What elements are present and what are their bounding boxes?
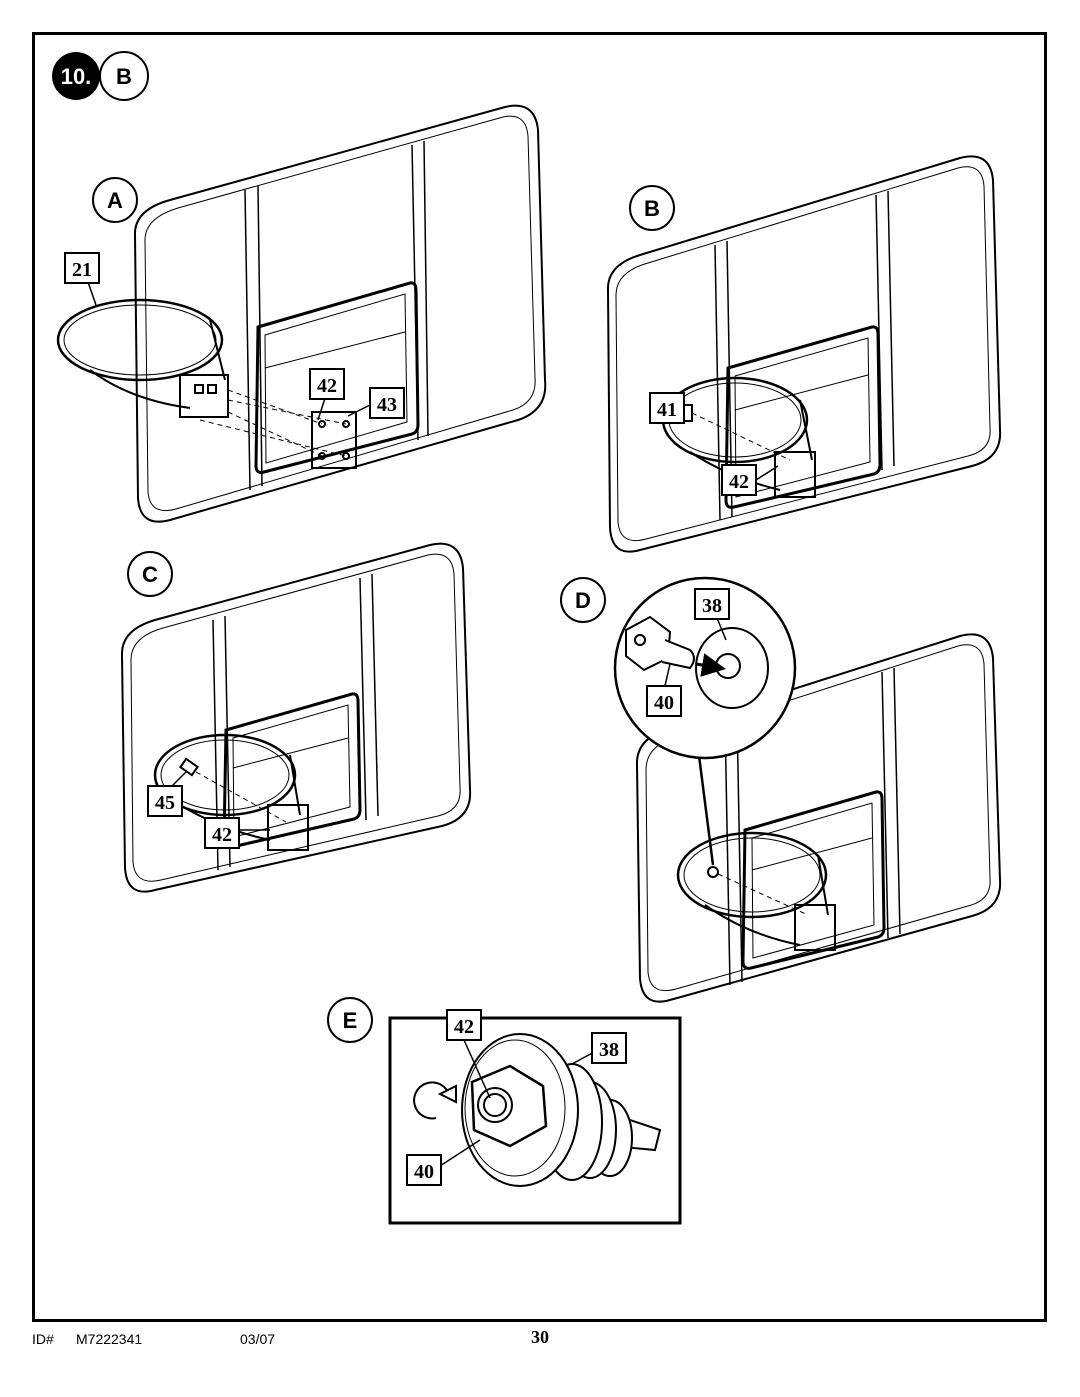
document-id: M7222341: [76, 1331, 143, 1347]
panel-label-c: C: [142, 562, 158, 587]
panel-b: [606, 155, 1002, 553]
variant-letter: B: [116, 64, 132, 89]
panel-a-letter: A: [92, 177, 138, 223]
callout-label: 43: [377, 394, 397, 416]
callout-label: 42: [317, 375, 337, 397]
callout-label: 42: [212, 824, 232, 846]
callout-label: 40: [654, 692, 674, 714]
bolt-closeup: [461, 1033, 662, 1187]
variant-badge: B: [99, 51, 149, 101]
mount-bracket: [311, 411, 357, 469]
callout-43: 43: [369, 387, 405, 419]
callout-21: 21: [64, 252, 100, 284]
panel-b-letter: B: [629, 185, 675, 231]
panel-c: [120, 542, 472, 893]
panel-e-letter: E: [327, 997, 373, 1043]
rotate-clockwise-icon: [413, 1081, 457, 1120]
panel-d-letter: D: [560, 577, 606, 623]
backboard: [133, 104, 547, 523]
panel-d: [635, 633, 1002, 1003]
callout-label: 38: [599, 1039, 619, 1061]
callout-45: 45: [147, 785, 183, 817]
page-number: 30: [531, 1327, 549, 1347]
panel-label-e: E: [343, 1008, 358, 1033]
callout-label: 21: [72, 259, 92, 281]
callout-40: 40: [406, 1154, 442, 1186]
panel-e: [388, 1016, 682, 1225]
callout-40: 40: [646, 685, 682, 717]
step-badge: 10.: [52, 52, 100, 100]
document-id-label: ID#: [32, 1331, 54, 1347]
panel-label-d: D: [575, 588, 591, 613]
step-number: 10.: [61, 64, 92, 89]
callout-42: 42: [721, 464, 757, 496]
page-frame: [32, 32, 1047, 1322]
backboard: [606, 155, 1002, 553]
panel-label-a: A: [107, 188, 123, 213]
rim: [56, 298, 229, 418]
callout-38: 38: [591, 1032, 627, 1064]
callout-42: 42: [204, 817, 240, 849]
callout-label: 38: [702, 595, 722, 617]
callout-label: 42: [729, 471, 749, 493]
panel-a: [56, 104, 547, 523]
callout-42: 42: [309, 368, 345, 400]
callout-42: 42: [446, 1009, 482, 1041]
callout-41: 41: [649, 392, 685, 424]
rim: [676, 831, 836, 951]
document-date: 03/07: [240, 1331, 276, 1347]
callout-label: 40: [414, 1161, 434, 1183]
alignment-lines: [199, 389, 347, 457]
callout-38: 38: [694, 588, 730, 620]
callout-label: 41: [657, 399, 677, 421]
panel-label-b: B: [644, 196, 660, 221]
callout-label: 45: [155, 792, 175, 814]
callout-label: 42: [454, 1016, 474, 1038]
bolt-drawing: [625, 615, 769, 709]
backboard: [120, 542, 472, 893]
panel-c-letter: C: [127, 551, 173, 597]
